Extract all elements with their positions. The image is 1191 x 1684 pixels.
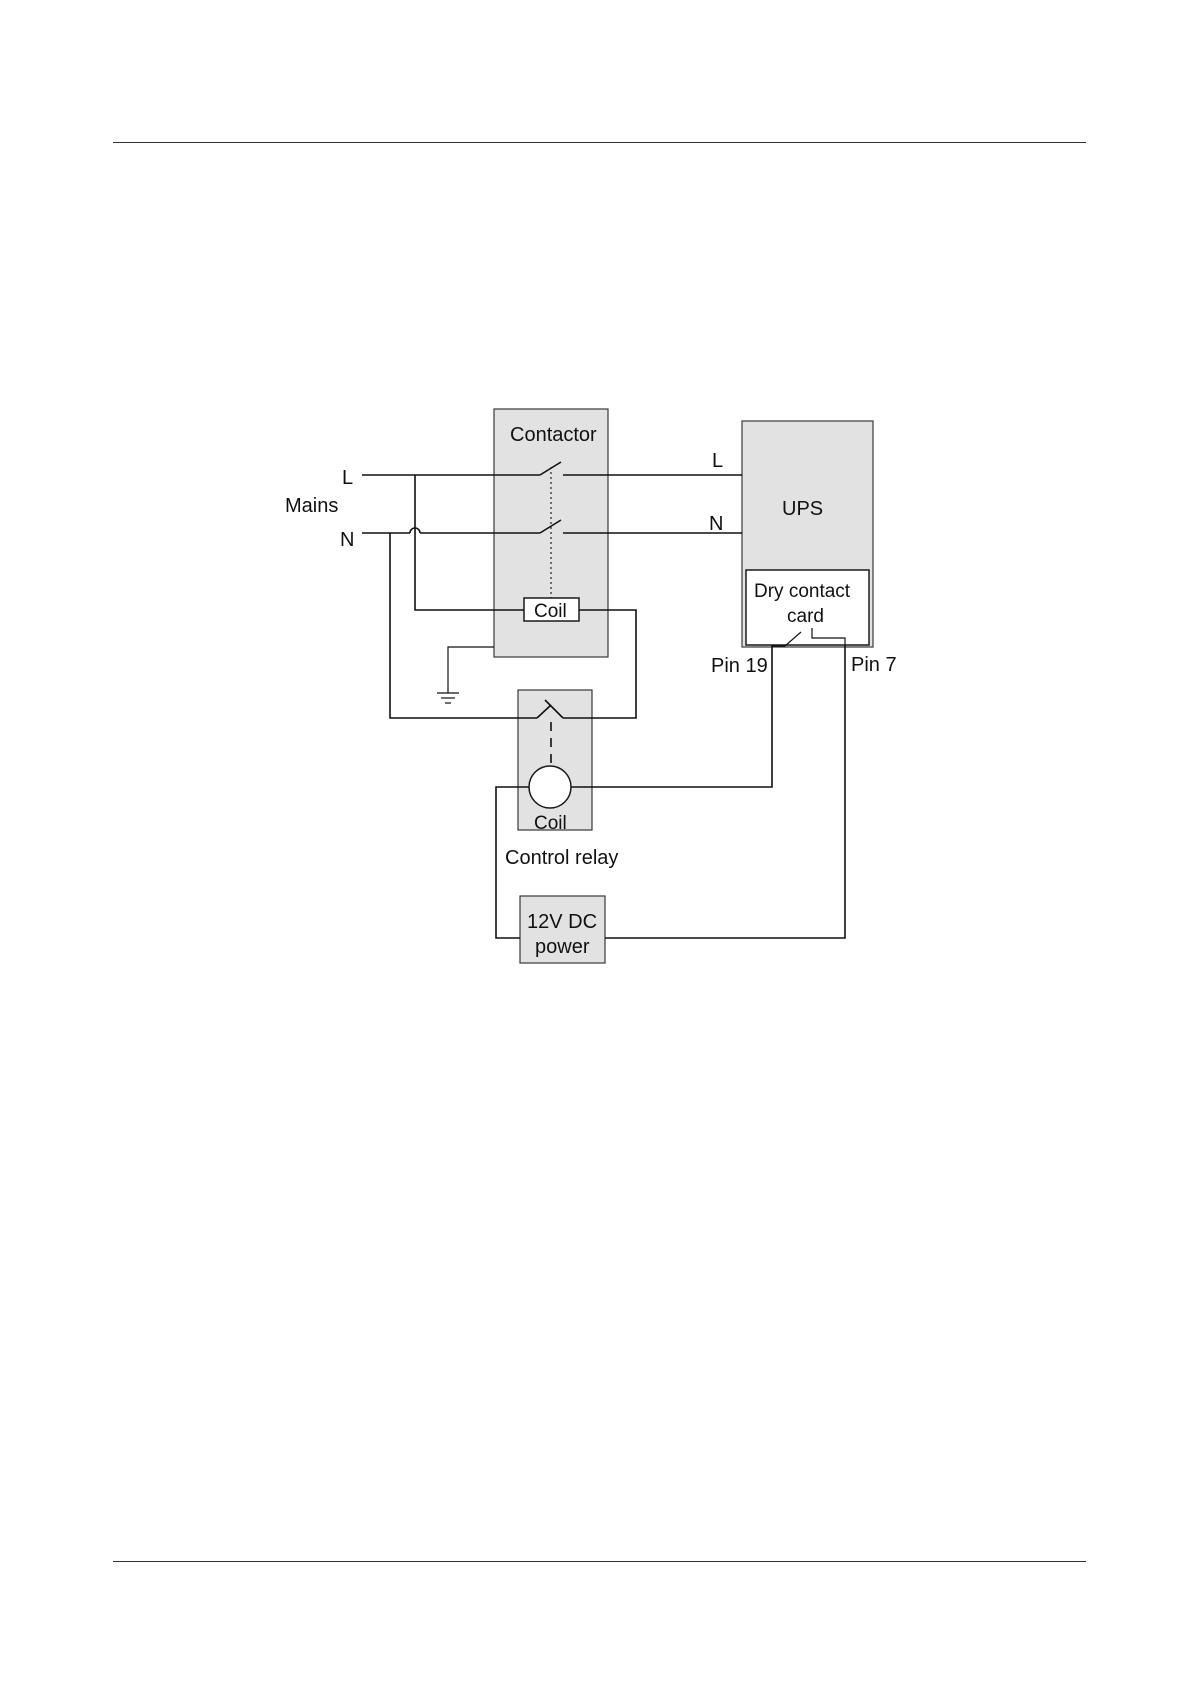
relay-coil (529, 766, 571, 808)
mains-l-label: L (342, 467, 353, 489)
mains-label: Mains (285, 495, 338, 517)
pin19-label: Pin 19 (711, 655, 768, 677)
pin7-wire (605, 646, 845, 938)
dry-contact-card-line1: Dry contact (754, 581, 851, 602)
pin7-label: Pin 7 (851, 654, 897, 676)
ups-l-label: L (712, 450, 723, 472)
mains-n-label: N (340, 529, 354, 551)
contactor-label: Contactor (510, 424, 597, 446)
control-relay-label: Control relay (505, 847, 618, 869)
dc-power-line2: power (535, 936, 590, 958)
ground-symbol (437, 647, 494, 703)
contactor-coil-label: Coil (534, 601, 567, 622)
dry-contact-card-line2: card (787, 606, 824, 627)
ups-n-label: N (709, 513, 723, 535)
ups-label: UPS (782, 498, 823, 520)
relay-coil-label: Coil (534, 813, 567, 834)
dc-power-line1: 12V DC (527, 911, 597, 933)
